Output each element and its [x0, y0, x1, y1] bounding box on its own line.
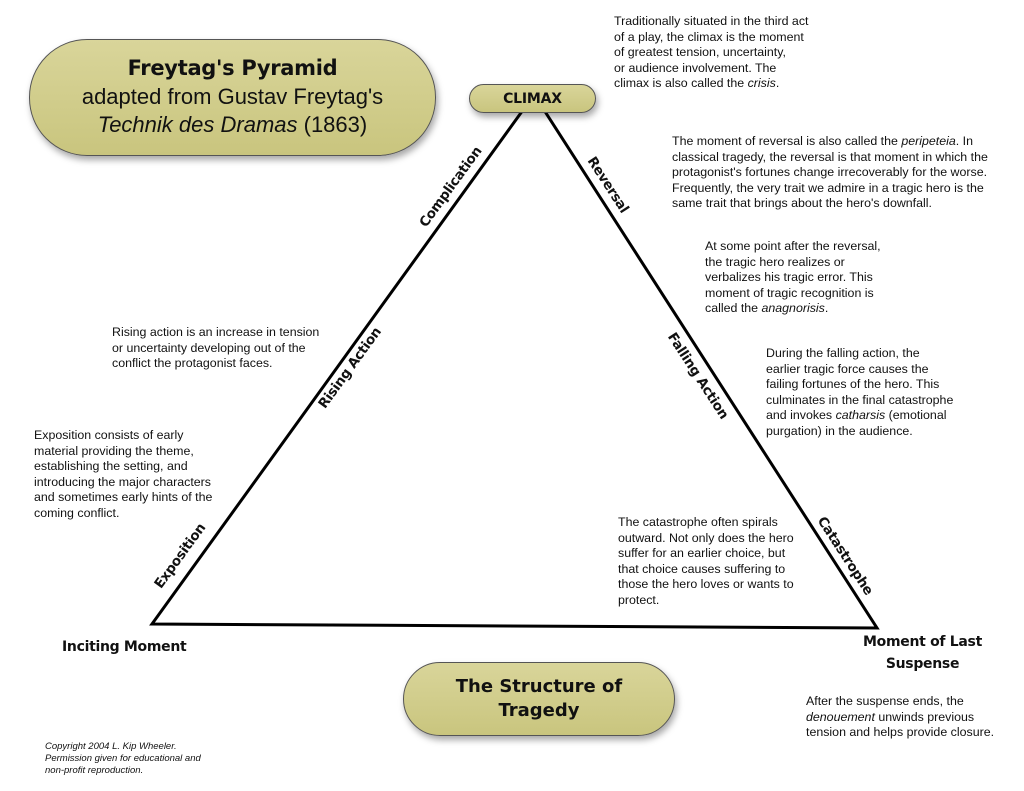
note-falling-action: During the falling action, the earlier t… — [766, 346, 954, 438]
climax-badge: CLIMAX — [469, 84, 596, 113]
title-source-year: (1863) — [297, 112, 368, 137]
note-rising-action: Rising action is an increase in tension … — [112, 325, 320, 371]
title-source: Technik des Dramas (1863) — [98, 111, 367, 139]
copyright-notice: Copyright 2004 L. Kip Wheeler. Permissio… — [45, 741, 201, 776]
structure-badge: The Structure of Tragedy — [403, 662, 675, 736]
note-climax: Traditionally situated in the third act … — [614, 14, 809, 91]
note-exposition: Exposition consists of early material pr… — [34, 428, 213, 520]
title-heading: Freytag's Pyramid — [127, 56, 338, 80]
inciting-moment-label: Inciting Moment — [62, 639, 187, 655]
note-recognition: At some point after the reversal, the tr… — [705, 239, 881, 316]
note-catastrophe: The catastrophe often spirals outward. N… — [618, 515, 794, 607]
note-denouement: After the suspense ends, the denouement … — [806, 694, 995, 740]
climax-label: CLIMAX — [503, 90, 562, 107]
structure-label: The Structure of Tragedy — [455, 676, 623, 721]
note-reversal: The moment of reversal is also called th… — [672, 134, 988, 211]
title-badge: Freytag's Pyramid adapted from Gustav Fr… — [29, 39, 436, 156]
title-source-book: Technik des Dramas — [97, 112, 298, 137]
title-subtitle: adapted from Gustav Freytag's — [81, 84, 384, 109]
last-suspense-label: Moment of Last Suspense — [863, 634, 982, 672]
